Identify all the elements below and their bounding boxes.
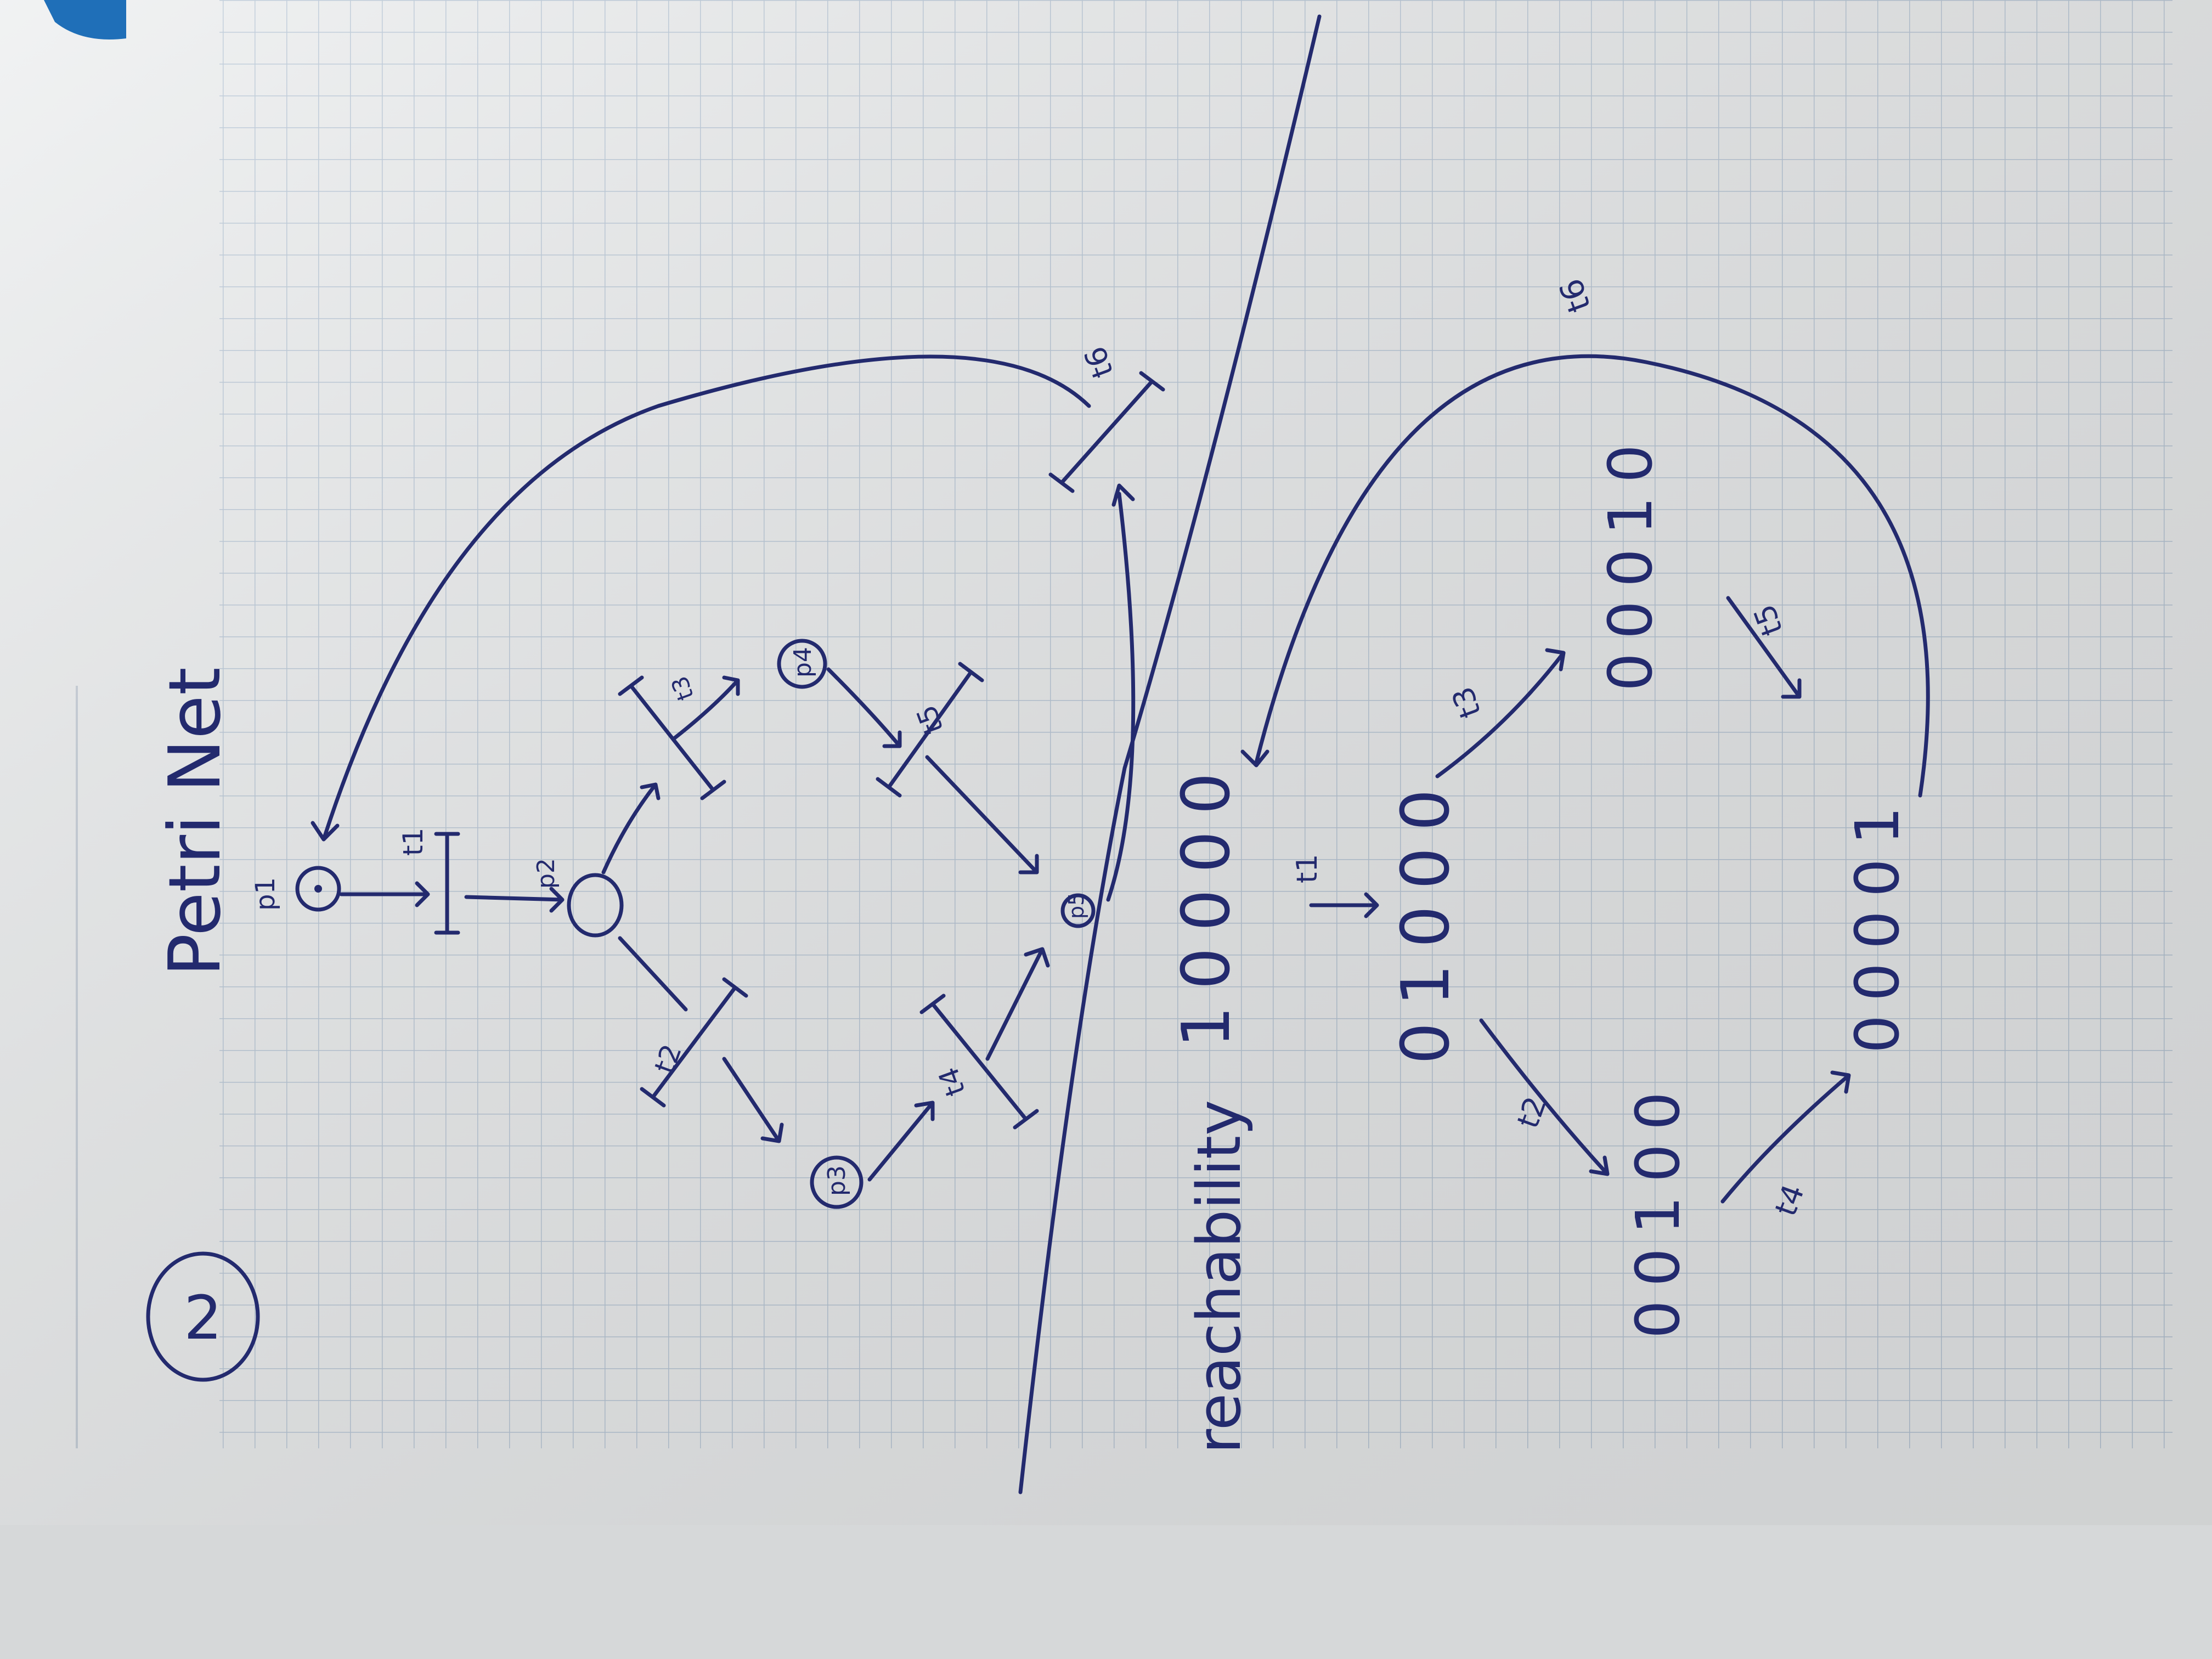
place-p5: p5 bbox=[1060, 893, 1096, 928]
place-p3-label: p3 bbox=[823, 1165, 851, 1196]
reachability-state-4: 00010 bbox=[1595, 431, 1666, 691]
desk-strip bbox=[0, 1525, 2212, 1659]
reachability-state-1: 10000 bbox=[1169, 756, 1245, 1048]
state-00010: 00010 bbox=[1595, 431, 1666, 691]
place-p2-label: p2 bbox=[532, 858, 560, 889]
page-title: Petri Net bbox=[153, 667, 236, 977]
net-arcs bbox=[311, 354, 1136, 1182]
section-number-text: 2 bbox=[184, 1283, 222, 1353]
reachability-state-5: 00001 bbox=[1842, 793, 1912, 1053]
place-p3: p3 bbox=[810, 1155, 864, 1209]
place-p1: p1 bbox=[250, 866, 341, 912]
place-p4: p4 bbox=[777, 639, 827, 689]
place-p4-label: p4 bbox=[789, 647, 817, 678]
reachability-state-2: 01000 bbox=[1388, 772, 1464, 1064]
transition-t1: t1 bbox=[397, 828, 460, 935]
place-p2: p2 bbox=[532, 858, 624, 938]
reachability-state-3: 00100 bbox=[1623, 1078, 1693, 1339]
state-01000: 01000 bbox=[1388, 772, 1464, 1064]
place-p1-label: p1 bbox=[250, 877, 281, 911]
transition-t1-label: t1 bbox=[397, 828, 429, 856]
state-10000: 10000 bbox=[1169, 756, 1245, 1048]
state-00100: 00100 bbox=[1623, 1078, 1693, 1339]
edge-t1-label: t1 bbox=[1291, 854, 1324, 883]
reachability-label: reachability bbox=[1184, 1100, 1254, 1454]
place-p5-label: p5 bbox=[1064, 893, 1088, 919]
divider-line bbox=[1018, 14, 1322, 1494]
section-number: 2 bbox=[146, 1251, 260, 1382]
state-00001: 00001 bbox=[1842, 793, 1912, 1053]
notebook-logo-icon bbox=[44, 0, 126, 40]
